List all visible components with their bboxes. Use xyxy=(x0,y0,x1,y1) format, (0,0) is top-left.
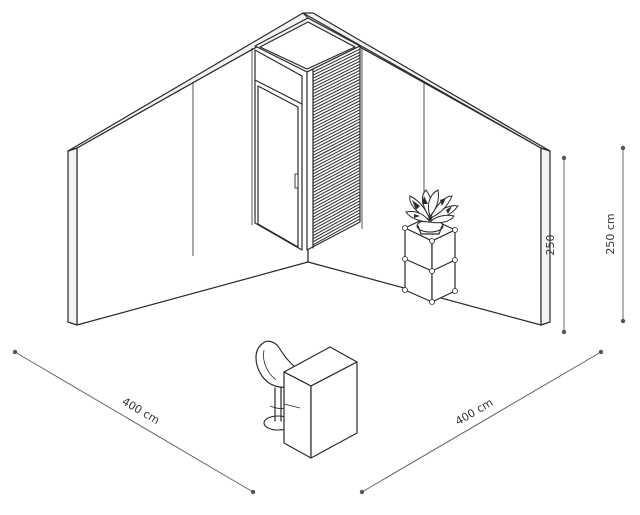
slatwall xyxy=(306,45,361,251)
slat-line xyxy=(312,142,361,169)
slat-line xyxy=(312,94,361,119)
slat-line xyxy=(312,218,361,246)
slat-line xyxy=(312,185,361,212)
slat-line xyxy=(312,176,361,203)
slat-line xyxy=(312,169,361,196)
slat-line xyxy=(312,215,361,243)
slat-line xyxy=(312,100,361,125)
dimension-height-inner-label: 250 xyxy=(544,235,557,256)
slat-line xyxy=(312,121,361,147)
slat-line xyxy=(312,200,361,227)
slat-line xyxy=(312,182,361,209)
dimension-height-outer xyxy=(620,145,626,324)
slat-line xyxy=(312,151,361,178)
slat-line xyxy=(312,157,361,184)
slat-line xyxy=(312,91,361,116)
slat-line xyxy=(312,148,361,175)
slat-line xyxy=(312,78,361,104)
slat-line xyxy=(312,103,361,129)
slat-line xyxy=(312,115,361,141)
slat-line xyxy=(312,69,361,95)
slat-line xyxy=(312,88,361,113)
slat-line xyxy=(312,197,361,224)
slat-line xyxy=(312,191,361,218)
slat-line xyxy=(312,75,361,101)
slat-line xyxy=(312,136,361,163)
slat-line xyxy=(312,212,361,240)
slat-line xyxy=(312,57,361,82)
slat-line xyxy=(312,106,361,132)
slat-line xyxy=(312,130,361,156)
slat-line xyxy=(312,72,361,98)
slat-line xyxy=(312,173,361,200)
dimension-right xyxy=(359,349,604,495)
slat-line xyxy=(312,54,361,79)
dimension-height-inner xyxy=(561,155,567,335)
slat-line xyxy=(312,209,361,237)
slat-line xyxy=(312,63,361,88)
dimension-right-label: 400 cm xyxy=(453,396,495,428)
dimension-left xyxy=(12,349,256,495)
slat-line xyxy=(312,97,361,122)
slat-line xyxy=(312,85,361,110)
slat-line xyxy=(312,60,361,85)
slat-line xyxy=(312,124,361,150)
slat-line xyxy=(312,66,361,92)
slat-line xyxy=(312,48,361,73)
slat-line xyxy=(312,145,361,172)
slat-line xyxy=(312,139,361,166)
dimension-left-label: 400 cm xyxy=(120,395,162,427)
storage-room xyxy=(254,17,361,251)
slat-line xyxy=(312,109,361,135)
plant xyxy=(405,189,459,235)
slat-line xyxy=(312,194,361,221)
slat-line xyxy=(312,127,361,153)
slat-line xyxy=(312,188,361,215)
slat-line xyxy=(312,203,361,230)
slat-line xyxy=(312,179,361,206)
slat-line xyxy=(312,163,361,190)
slat-line xyxy=(312,51,361,76)
left-wall xyxy=(67,12,309,326)
slat-line xyxy=(312,112,361,138)
counter xyxy=(283,346,358,459)
slat-line xyxy=(312,206,361,234)
cube-shelf xyxy=(402,216,458,305)
slat-line xyxy=(312,81,361,107)
slat-line xyxy=(312,118,361,144)
slat-line xyxy=(312,133,361,159)
dimension-height-outer-label: 250 cm xyxy=(604,213,617,254)
slat-line xyxy=(312,154,361,181)
slat-line xyxy=(312,160,361,187)
slat-line xyxy=(312,166,361,193)
